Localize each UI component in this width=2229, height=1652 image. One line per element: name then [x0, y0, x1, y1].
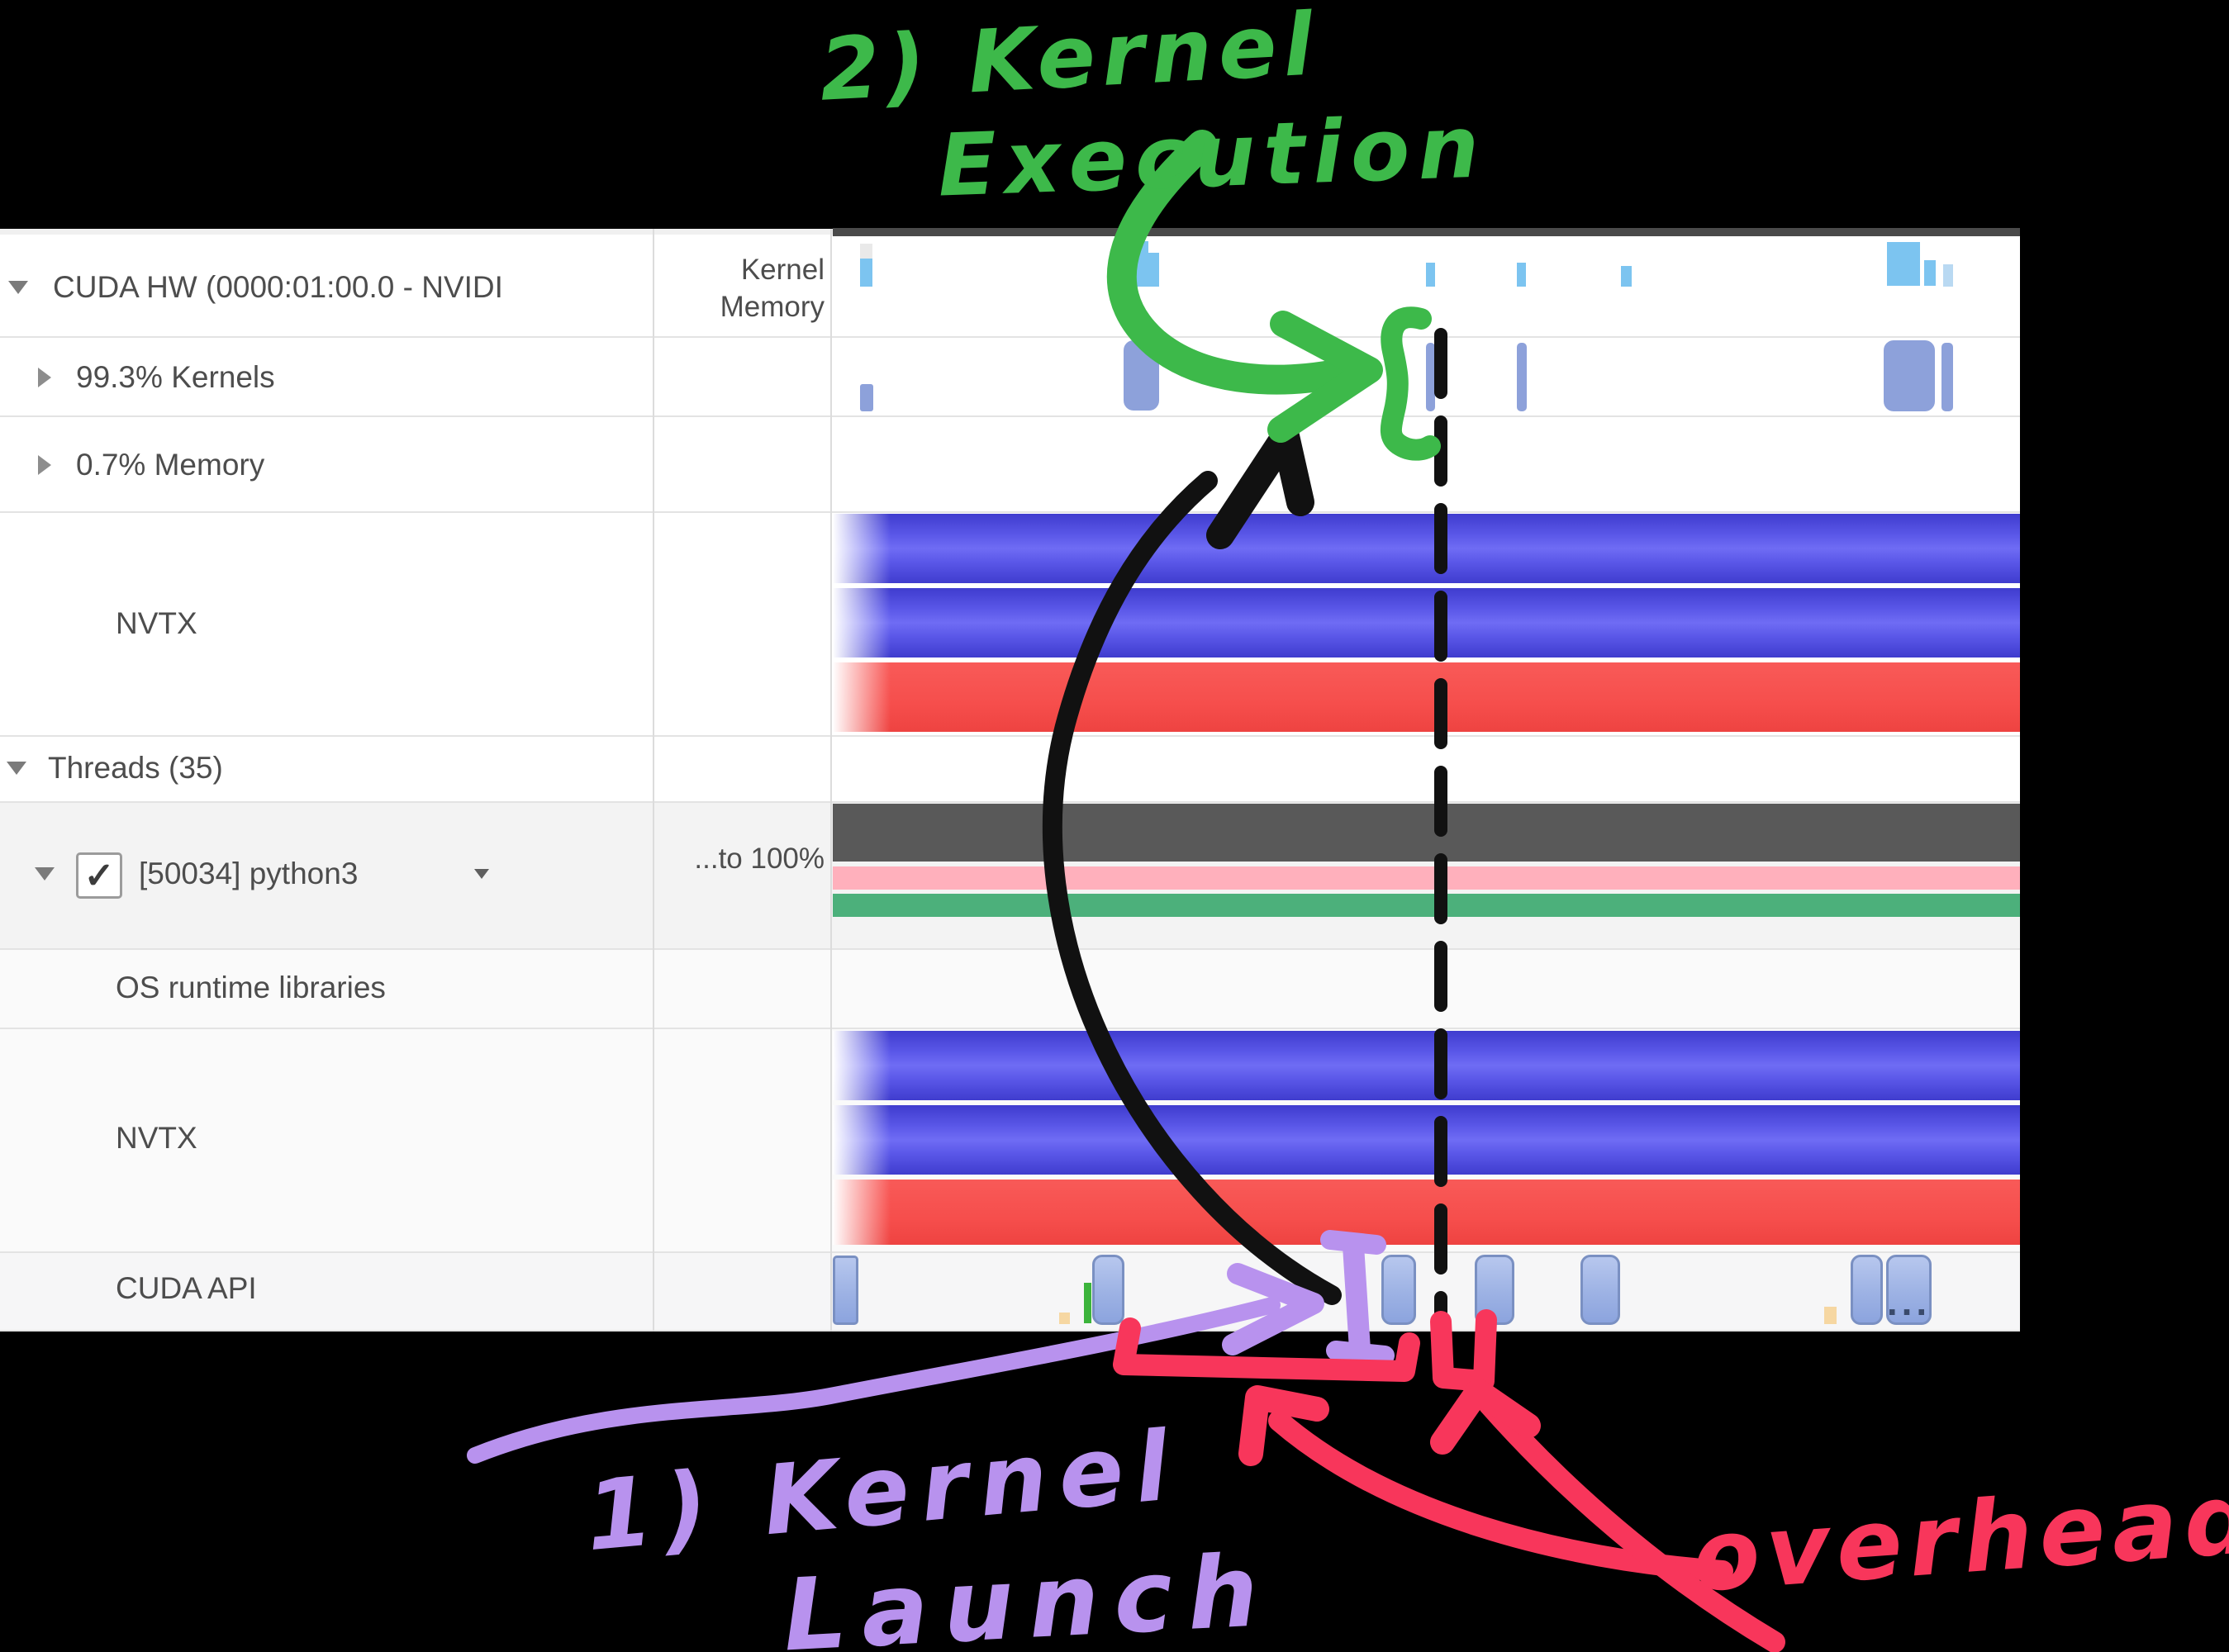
kernel-event[interactable]: [1124, 340, 1159, 411]
nvtx-range-bar[interactable]: [833, 1105, 2020, 1175]
api-call-block[interactable]: [1851, 1255, 1883, 1325]
kernel-mark[interactable]: [1124, 253, 1159, 287]
tree-row-nvtx-gpu[interactable]: NVTX: [116, 606, 197, 640]
kernel-event[interactable]: [1426, 343, 1435, 411]
expander-right-icon[interactable]: [38, 368, 51, 387]
api-call-block[interactable]: [1475, 1255, 1514, 1325]
tree-row-kernels[interactable]: 99.3% Kernels: [76, 360, 275, 394]
row-divider: [0, 1251, 2020, 1253]
row-divider: [0, 1028, 2020, 1029]
chevron-down-icon[interactable]: [474, 869, 489, 879]
row-bg-os-runtime: [0, 948, 2020, 1028]
ellipsis-label: ...: [1886, 1279, 1932, 1323]
nvtx-range-bar[interactable]: [833, 1180, 2020, 1245]
api-call-block[interactable]: [1084, 1283, 1091, 1323]
thread-state-bar[interactable]: [833, 894, 2020, 917]
api-call-block[interactable]: [1824, 1307, 1837, 1324]
subtrack-label-kernel: Kernel: [740, 254, 825, 286]
thread-range-label: ...to 100%: [694, 843, 825, 875]
api-call-block[interactable]: [1059, 1313, 1070, 1324]
nvtx-range-bar[interactable]: [833, 1031, 2020, 1100]
kernel-mark[interactable]: [1924, 260, 1936, 286]
tree-row-cuda-hw[interactable]: CUDA HW (0000:01:00.0 - NVIDI: [53, 270, 503, 304]
row-divider: [0, 801, 2020, 803]
api-call-block[interactable]: [1092, 1255, 1124, 1325]
expander-down-icon[interactable]: [7, 762, 26, 775]
memory-mark[interactable]: [860, 244, 872, 259]
row-divider: [0, 415, 2020, 417]
column-divider: [653, 229, 654, 1332]
kernel-event[interactable]: [1884, 340, 1935, 411]
thread-state-bar[interactable]: [833, 866, 2020, 890]
kernel-event[interactable]: [1517, 343, 1527, 411]
column-divider: [830, 229, 832, 1332]
thread-checkbox[interactable]: ✓: [76, 852, 122, 899]
kernel-event[interactable]: [1941, 343, 1953, 411]
tree-row-memory[interactable]: 0.7% Memory: [76, 448, 265, 482]
nvtx-range-bar[interactable]: [833, 588, 2020, 657]
tree-row-threads[interactable]: Threads (35): [48, 751, 223, 785]
expander-down-icon[interactable]: [35, 867, 55, 881]
api-call-block[interactable]: [1580, 1255, 1620, 1325]
row-divider: [0, 336, 2020, 338]
kernel-mark[interactable]: [1426, 263, 1435, 287]
kernel-mark[interactable]: [1887, 242, 1920, 286]
tree-row-python3[interactable]: [50034] python3: [139, 857, 359, 890]
row-divider: [0, 948, 2020, 950]
kernel-mark[interactable]: [1621, 266, 1632, 287]
row-divider: [0, 735, 2020, 737]
annotation-kernel-execution-line2: Execution: [936, 96, 1490, 216]
nvtx-range-bar[interactable]: [833, 514, 2020, 583]
tree-row-nvtx-thread[interactable]: NVTX: [116, 1121, 197, 1155]
subtrack-label-memory: Memory: [720, 291, 825, 323]
expander-down-icon[interactable]: [8, 281, 28, 294]
checkmark-icon: ✓: [83, 855, 115, 896]
tree-row-cuda-api[interactable]: CUDA API: [116, 1271, 257, 1305]
nvtx-range-bar[interactable]: [833, 662, 2020, 732]
api-call-block[interactable]: [1381, 1255, 1416, 1325]
expander-right-icon[interactable]: [38, 455, 51, 475]
kernel-mark[interactable]: [860, 259, 872, 287]
api-call-block[interactable]: ...: [1886, 1255, 1932, 1325]
thread-state-bar[interactable]: [833, 804, 2020, 862]
api-call-block[interactable]: [833, 1256, 858, 1325]
minimap-bar[interactable]: [833, 228, 2020, 236]
kernel-mark[interactable]: [1943, 264, 1953, 287]
tree-row-os-runtime[interactable]: OS runtime libraries: [116, 971, 386, 1004]
kernel-event[interactable]: [860, 384, 873, 411]
row-divider: [0, 511, 2020, 513]
kernel-mark[interactable]: [1517, 263, 1526, 287]
